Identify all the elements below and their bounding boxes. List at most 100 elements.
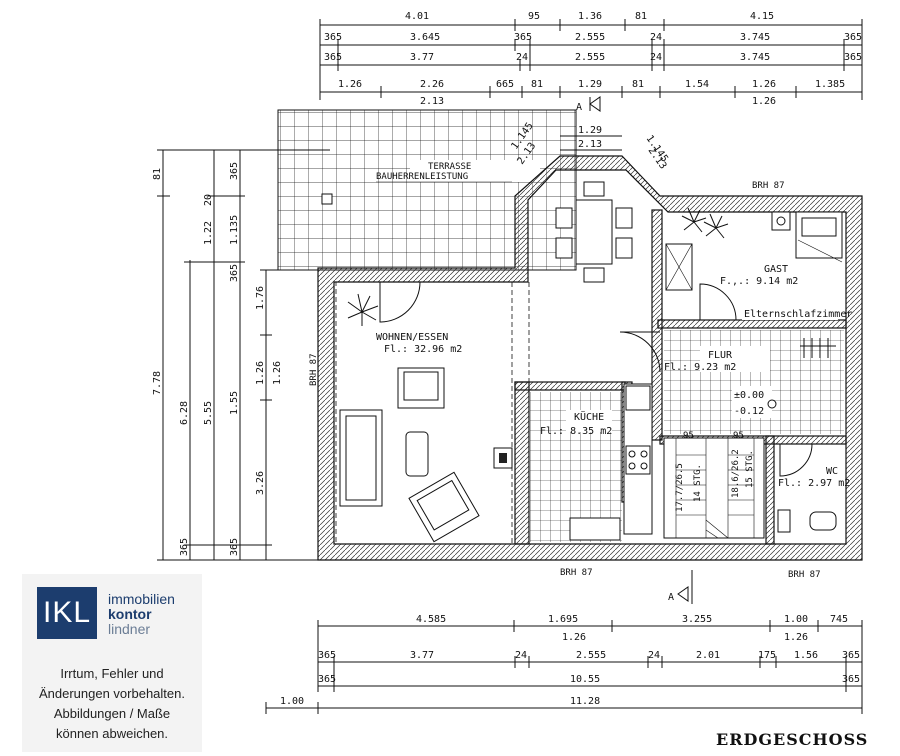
brh-label-3: BRH 87 — [560, 568, 593, 578]
bottom-dim-2-3: 24 — [515, 650, 527, 661]
top-dim-3-4: 2.555 — [575, 52, 605, 63]
left-dim-5-1: 1.76 — [255, 286, 266, 310]
bay-dim-1: 1.29 — [578, 125, 602, 136]
bottom-dim-2-4: 2.555 — [576, 650, 606, 661]
bottom-dim-4-1: 1.00 — [280, 696, 304, 707]
terrace-label: TERRASSE — [428, 162, 471, 172]
terrace-sublabel: BAUHERRENLEISTUNG — [376, 172, 468, 182]
fridge — [625, 385, 651, 411]
top-dim-2-4: 2.555 — [575, 32, 605, 43]
bottom-dim-2-6: 2.01 — [696, 650, 720, 661]
stair-count-1: 14 STG. — [693, 464, 703, 502]
section-mark-bottom: A — [668, 592, 674, 603]
sink — [569, 517, 621, 541]
level-1: ±0.00 — [734, 390, 764, 401]
toilet — [809, 511, 837, 531]
brh-labels: BRH 87 BRH 87 BRH 87 BRH 87 — [309, 181, 821, 580]
room-kueche: KÜCHE Fl.: 8.35 m2 — [530, 383, 653, 542]
wc-name: WC — [826, 466, 838, 477]
left-dim-3-3: 5.55 — [203, 401, 214, 425]
top-dim-4-5: 1.29 — [578, 79, 602, 90]
top-dim-2-2: 3.645 — [410, 32, 440, 43]
logo-line-1: immobilien — [108, 591, 175, 607]
disclaimer-line-2: Änderungen vorbehalten. — [38, 686, 185, 701]
flur-area: Fl.: 9.23 m2 — [664, 362, 736, 373]
kueche-name: KÜCHE — [574, 410, 604, 423]
bottom-dim-2-8: 1.56 — [794, 650, 818, 661]
bottom-dim-1-sub-1: 1.26 — [562, 632, 586, 643]
top-dim-2-5: 24 — [650, 32, 662, 43]
logo-line-3: lindner — [108, 621, 151, 637]
top-dim-4-8: 1.26 — [752, 79, 776, 90]
bottom-dim-1-4: 1.00 — [784, 614, 808, 625]
bottom-dim-1-sub-2: 1.26 — [784, 632, 808, 643]
left-dim-1-1: 81 — [152, 168, 163, 180]
plan-title: ERDGESCHOSS — [716, 730, 869, 749]
eltern-label: Elternschlafzimmer — [744, 309, 852, 320]
left-dim-3-1: 1.22 — [203, 221, 214, 245]
wohnen-area: Fl.: 32.96 m2 — [384, 344, 462, 355]
room-wc: WC Fl.: 2.97 m2 — [777, 443, 850, 533]
left-dim-3-2: 20 — [203, 194, 214, 206]
top-dimension-lines: 4.01 95 1.36 81 4.15 365 3.645 365 2.555… — [319, 11, 863, 107]
bottom-dim-3-3: 365 — [842, 674, 860, 685]
bottom-dim-2-9: 365 — [842, 650, 860, 661]
disclaimer-line-4: können abweichen. — [55, 726, 169, 741]
kueche-area: Fl.: 8.35 m2 — [540, 426, 612, 437]
gast-area: F.,.: 9.14 m2 — [720, 276, 798, 287]
brh-label-1: BRH 87 — [752, 181, 785, 191]
room-wohnen: WOHNEN/ESSEN Fl.: 32.96 m2 — [335, 281, 530, 545]
left-dim-2-1: 6.28 — [179, 401, 190, 425]
coffee-table — [405, 431, 429, 477]
top-dim-3-7: 365 — [844, 52, 862, 63]
dining-area — [555, 181, 633, 283]
bottom-dim-3-1: 365 — [318, 674, 336, 685]
plant-icon — [681, 207, 729, 239]
top-dim-2-3: 365 — [514, 32, 532, 43]
top-dim-4-2: 2.26 — [420, 79, 444, 90]
top-dim-3-1: 365 — [324, 52, 342, 63]
section-mark-top: A — [576, 102, 582, 113]
top-dim-1-4: 81 — [635, 11, 647, 22]
left-dim-5-2: 1.26 — [255, 361, 266, 385]
bottom-dim-2-2: 3.77 — [410, 650, 434, 661]
top-dim-4-sub-2: 1.26 — [752, 96, 776, 107]
top-dim-4-1: 1.26 — [338, 79, 362, 90]
top-dim-4-3: 665 — [496, 79, 514, 90]
bottom-dim-1-5: 745 — [830, 614, 848, 625]
flur-name: FLUR — [708, 350, 733, 361]
bottom-dim-1-2: 1.695 — [548, 614, 578, 625]
bottom-dim-1-3: 3.255 — [682, 614, 712, 625]
top-dim-4-9: 1.385 — [815, 79, 845, 90]
left-dim-6-1: 1.26 — [272, 361, 283, 385]
left-dim-4-5: 365 — [229, 538, 240, 556]
dining-table — [575, 199, 613, 265]
top-dim-4-4: 81 — [531, 79, 543, 90]
wc-area: Fl.: 2.97 m2 — [778, 478, 850, 489]
washbasin — [777, 509, 791, 533]
company-logo-panel: IKL immobilien kontor lindner Irrtum, Fe… — [22, 574, 202, 752]
bottom-dim-2-5: 24 — [648, 650, 660, 661]
logo-mark: IKL — [37, 587, 97, 639]
bottom-dim-4-2: 11.28 — [570, 696, 600, 707]
top-dim-3-6: 3.745 — [740, 52, 770, 63]
stair-count-2: 15 STG. — [745, 450, 755, 488]
top-dim-1-5: 4.15 — [750, 11, 774, 22]
stair-width-2: 95 — [733, 431, 744, 441]
room-gast: GAST F.,.: 9.14 m2 Elternschlafzimmer — [665, 207, 852, 321]
gast-name: GAST — [764, 264, 788, 275]
bottom-dim-3-2: 10.55 — [570, 674, 600, 685]
left-dim-4-4: 1.55 — [229, 391, 240, 415]
disclaimer-line-1: Irrtum, Fehler und — [60, 666, 164, 681]
top-dim-3-5: 24 — [650, 52, 662, 63]
bottom-dim-1-1: 4.585 — [416, 614, 446, 625]
left-dim-1-2: 7.78 — [152, 371, 163, 395]
coat-rack — [800, 338, 836, 358]
bottom-dim-2-7: 175 — [758, 650, 776, 661]
left-dim-5-3: 3.26 — [255, 471, 266, 495]
logo-line-2: kontor — [108, 606, 152, 622]
left-dim-4-1: 365 — [229, 162, 240, 180]
stair-ratio-1: 17.7/26.5 — [675, 463, 685, 512]
level-2: -0.12 — [734, 406, 764, 417]
